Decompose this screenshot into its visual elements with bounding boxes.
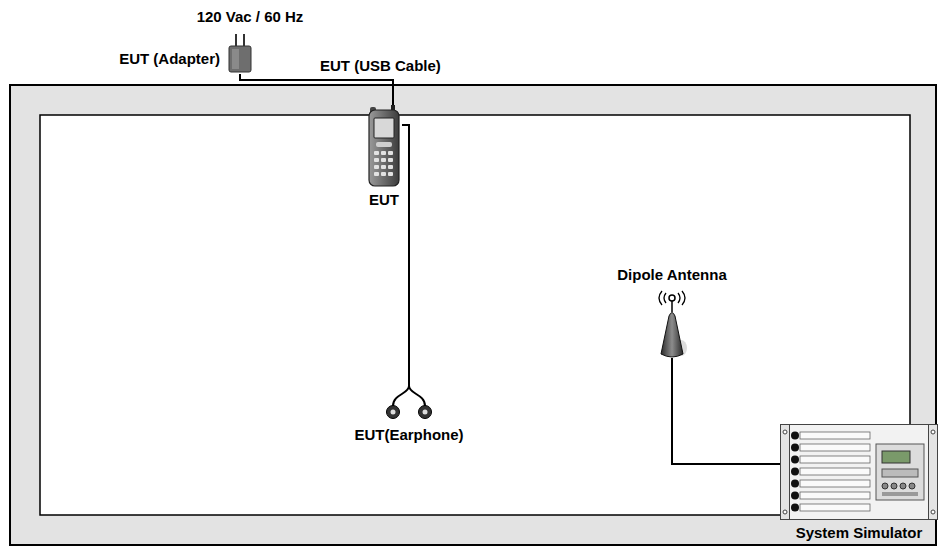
device-label: Dipole Antenna <box>617 266 726 284</box>
panel-knob <box>882 483 888 489</box>
sim-node: System Simulator <box>780 424 938 520</box>
earphone-cable <box>393 376 425 406</box>
panel-knob <box>909 483 915 489</box>
phone-node: EUT <box>366 105 402 187</box>
phone-key <box>388 158 393 162</box>
panel-body <box>876 444 924 500</box>
rack-frame <box>781 425 938 520</box>
chamber-floor <box>40 115 910 515</box>
plug-prong <box>235 34 237 46</box>
earphone-node: EUT(Earphone) <box>384 376 434 420</box>
rack-slot <box>800 432 870 439</box>
phone-key <box>374 151 379 155</box>
phone-key <box>374 158 379 162</box>
rack-slot <box>800 480 870 487</box>
earbud-center <box>423 410 428 415</box>
rf-connector <box>791 492 799 500</box>
usb-plug <box>391 105 395 110</box>
rf-connector <box>791 468 799 476</box>
rf-connector <box>791 480 799 488</box>
rack-ear <box>781 425 790 520</box>
radiator-dot <box>669 295 675 301</box>
phone-key <box>388 165 393 169</box>
rf-connector <box>791 444 799 452</box>
front-panel <box>876 444 924 500</box>
phone-key <box>376 142 392 147</box>
rack-ear <box>929 425 938 520</box>
rack-slot <box>800 456 870 463</box>
panel-knob <box>900 483 906 489</box>
panel-keys <box>882 469 918 477</box>
antenna-node: Dipole Antenna <box>652 290 692 358</box>
earbud-center <box>391 410 396 415</box>
phone-body <box>369 110 399 186</box>
antenna-mast <box>671 301 673 312</box>
rack-slot <box>800 468 870 475</box>
device-label: EUT (Adapter) <box>119 50 220 68</box>
rack-screw <box>931 510 935 514</box>
phone-key <box>381 151 386 155</box>
phone-key <box>374 172 379 176</box>
cable <box>672 358 780 464</box>
panel-knob <box>891 483 897 489</box>
phone-icon <box>366 105 402 187</box>
rack-screw <box>783 510 787 514</box>
phone-key <box>374 165 379 169</box>
earbud <box>387 406 400 419</box>
phone-key <box>388 151 393 155</box>
plug-prong <box>243 34 245 46</box>
phone-key <box>381 165 386 169</box>
adapter-face <box>232 49 239 69</box>
antenna-body <box>661 313 683 358</box>
phone-key <box>381 172 386 176</box>
rack-slot <box>800 444 870 451</box>
phone-screen <box>374 118 394 138</box>
cable <box>240 74 393 105</box>
rack-slot <box>800 492 870 499</box>
adapter-body <box>229 46 251 72</box>
phone-key <box>388 172 393 176</box>
panel-display <box>882 451 910 463</box>
panel-slot <box>882 492 918 496</box>
cable-label: EUT (USB Cable) <box>320 57 441 75</box>
rf-connector <box>791 504 799 512</box>
earbud <box>419 406 432 419</box>
rack-screw <box>931 430 935 434</box>
rf-connector <box>791 456 799 464</box>
rf-connector <box>791 432 799 440</box>
device-label: System Simulator <box>796 524 923 542</box>
device-label: EUT(Earphone) <box>354 426 463 444</box>
rack-slot <box>800 504 870 511</box>
phone-key <box>381 158 386 162</box>
cable <box>402 125 409 376</box>
antenna-icon <box>652 290 692 358</box>
supply-label: 120 Vac / 60 Hz <box>197 8 304 26</box>
rack-screw <box>783 430 787 434</box>
sim-icon <box>780 424 938 520</box>
device-label: EUT <box>369 191 399 209</box>
adapter-icon <box>228 34 252 74</box>
earphone-icon <box>384 376 434 420</box>
adapter-node: EUT (Adapter) <box>228 34 252 74</box>
